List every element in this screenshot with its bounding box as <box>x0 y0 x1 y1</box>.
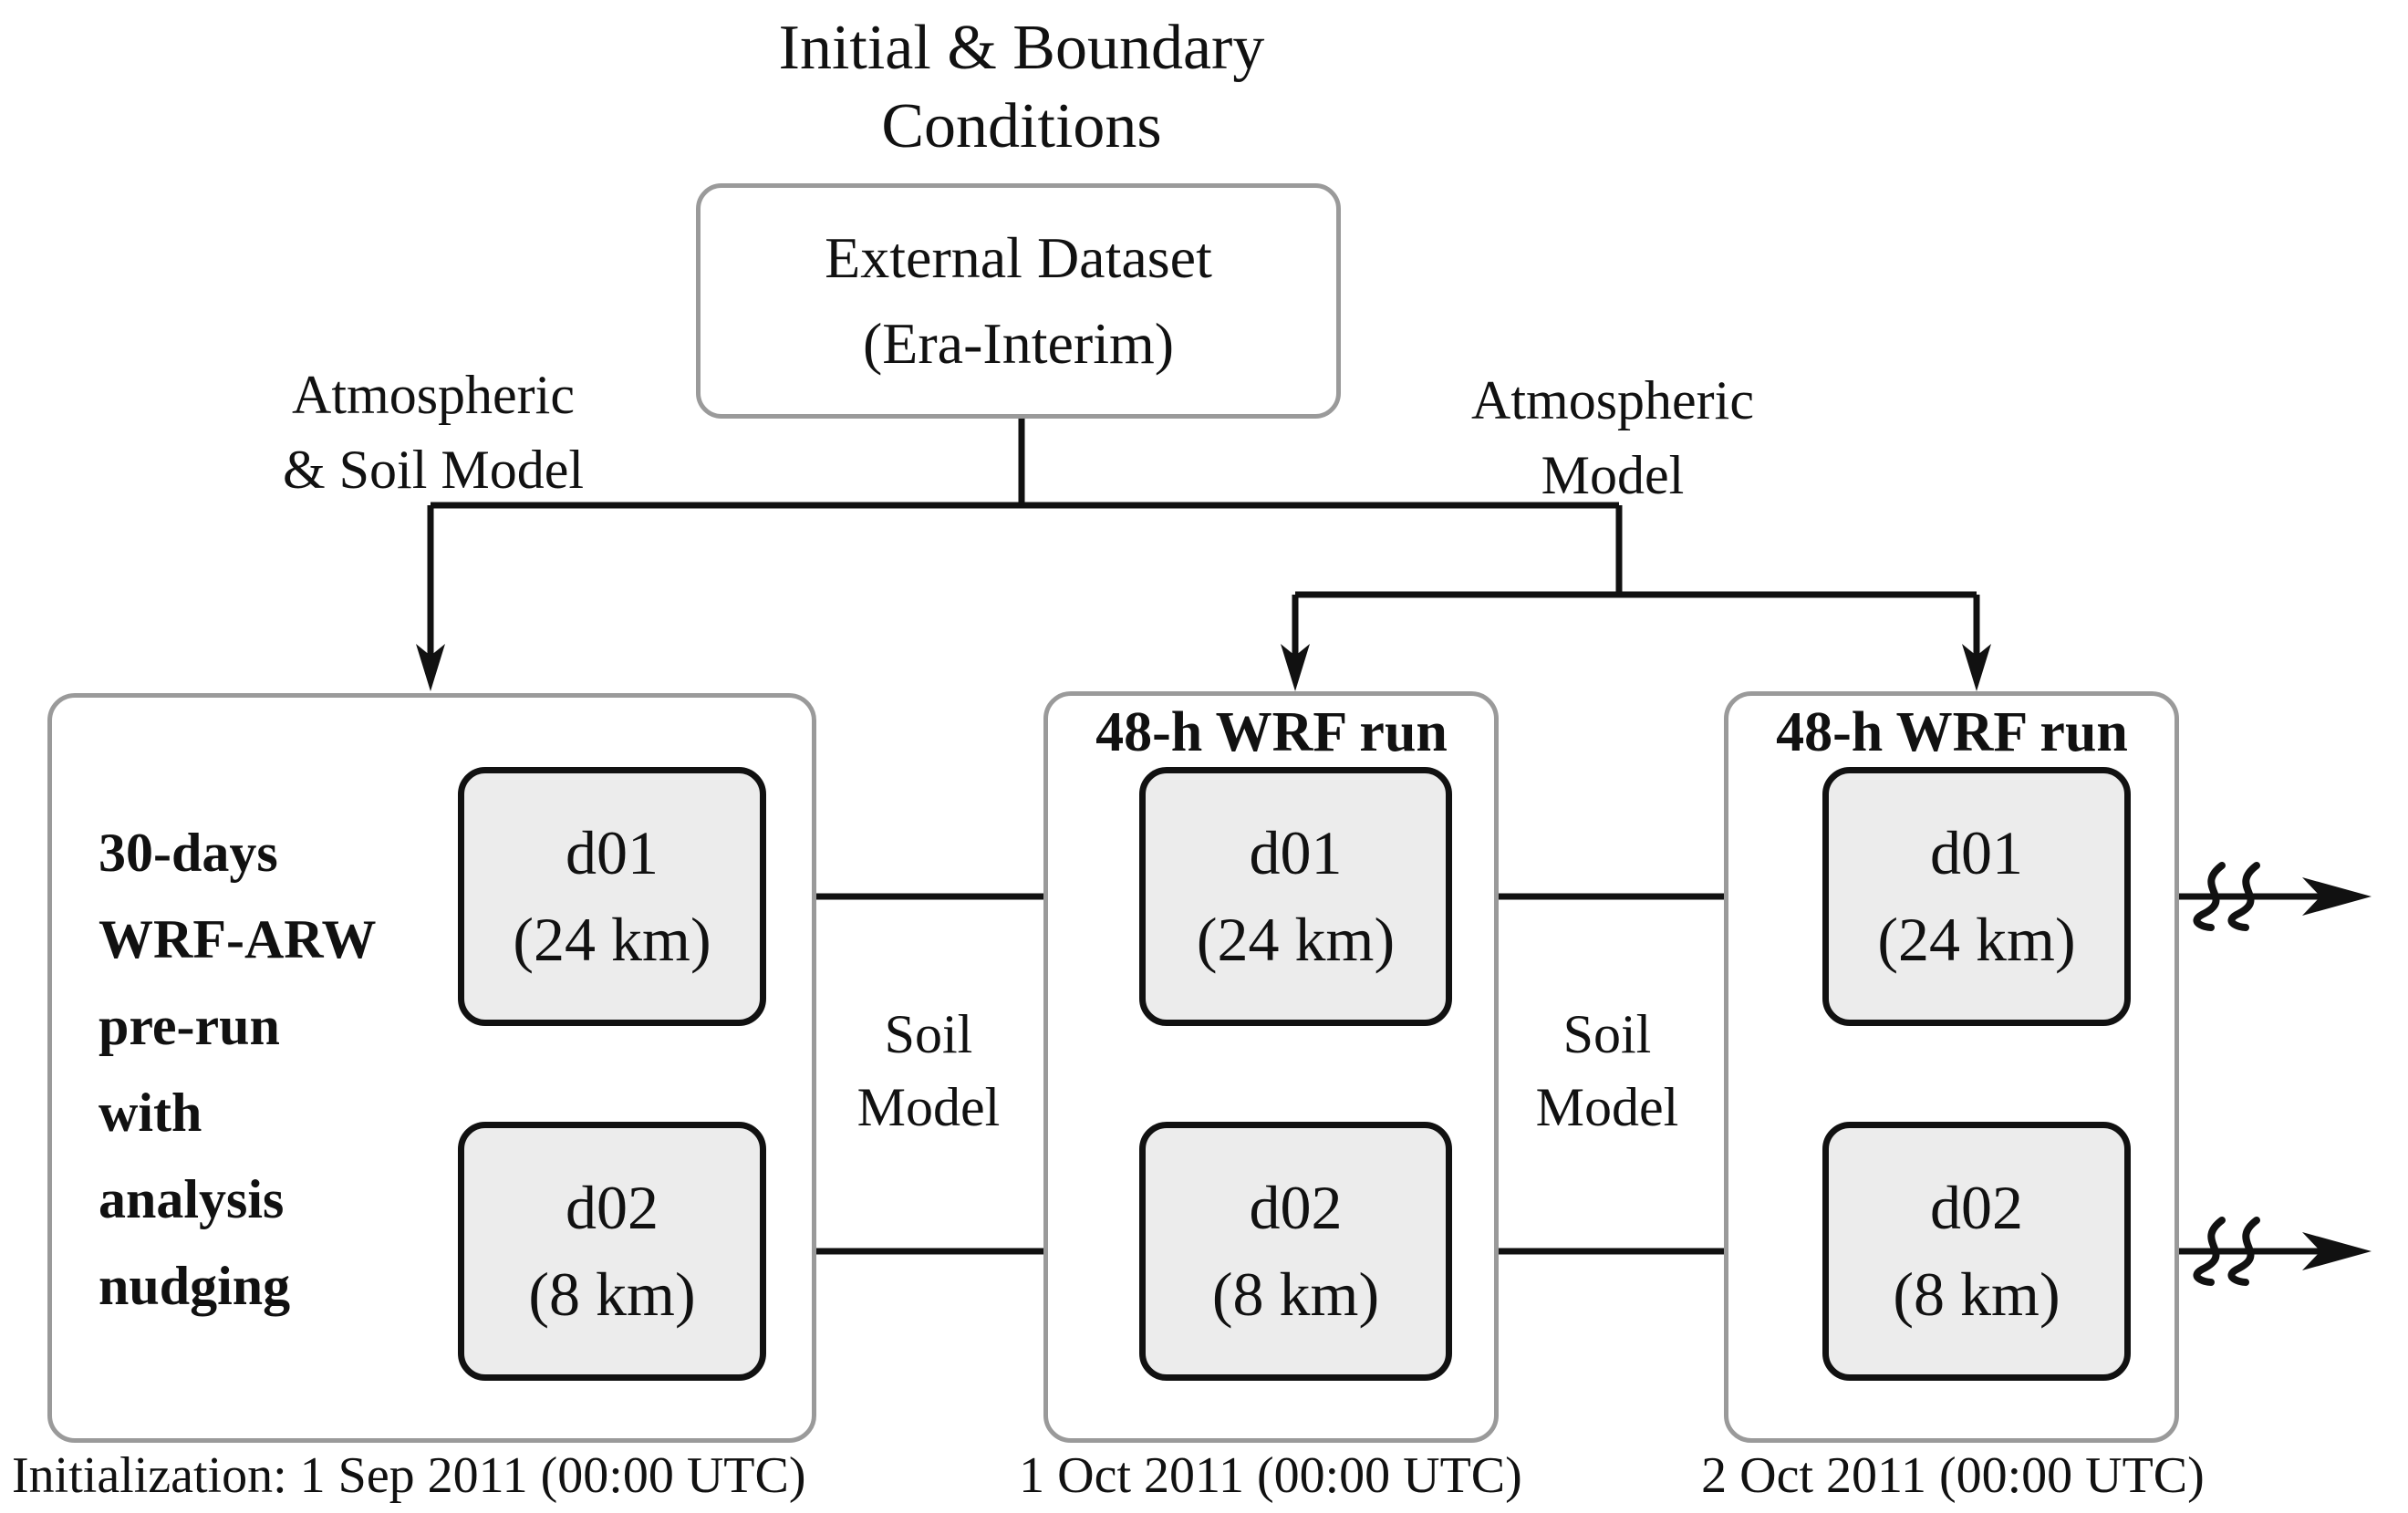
branch-label-atmospheric: Atmospheric Model <box>1471 370 1754 505</box>
break-mark-d02-a <box>2193 1217 2226 1286</box>
run2-date-caption: 2 Oct 2011 (00:00 UTC) <box>1701 1447 2205 1504</box>
prerun-d02-box: d02 (8 km) <box>458 1122 766 1381</box>
arrowhead-d02-out <box>2302 1232 2372 1270</box>
domain-resolution: (24 km) <box>1196 905 1396 974</box>
domain-resolution: (24 km) <box>1877 905 2076 974</box>
arrowhead-d01-out <box>2302 877 2372 916</box>
run2-label: 48-h WRF run <box>1776 701 2128 763</box>
external-dataset-box: External Dataset (Era-Interim) <box>696 183 1341 419</box>
arrowhead-down-run2 <box>1962 644 1991 691</box>
run2-d01-box: d01 (24 km) <box>1822 767 2131 1026</box>
run1-date-caption: 1 Oct 2011 (00:00 UTC) <box>1019 1447 1522 1504</box>
domain-name: d02 <box>1930 1173 2023 1242</box>
arrowhead-down-run1 <box>1281 644 1310 691</box>
domain-name: d01 <box>1930 818 2023 887</box>
prerun-label: 30-days WRF-ARW pre-run with analysis nu… <box>99 823 377 1316</box>
prerun-initialization-caption: Initialization: 1 Sep 2011 (00:00 UTC) <box>12 1447 806 1504</box>
run2-d02-box: d02 (8 km) <box>1822 1122 2131 1381</box>
branch-label-atmospheric-soil: Atmospheric & Soil Model <box>282 365 585 500</box>
domain-name: d02 <box>1249 1173 1343 1242</box>
domain-name: d01 <box>1249 818 1343 887</box>
domain-resolution: (8 km) <box>1211 1259 1380 1329</box>
arrowhead-down-left <box>416 644 445 691</box>
break-mark-d02-b <box>2227 1217 2260 1286</box>
run1-d02-box: d02 (8 km) <box>1139 1122 1452 1381</box>
domain-resolution: (24 km) <box>513 905 711 974</box>
diagram-title: Initial & Boundary Conditions <box>778 13 1265 161</box>
prerun-d01-box: d01 (24 km) <box>458 767 766 1026</box>
run1-d01-box: d01 (24 km) <box>1139 767 1452 1026</box>
soil-model-label-2: Soil Model <box>1535 1004 1679 1137</box>
domain-name: d02 <box>566 1173 659 1242</box>
run1-label: 48-h WRF run <box>1095 701 1448 763</box>
break-mark-d01-a <box>2193 862 2226 931</box>
soil-model-label-1: Soil Model <box>856 1004 1001 1137</box>
domain-name: d01 <box>566 818 659 887</box>
domain-resolution: (8 km) <box>1893 1259 2060 1329</box>
break-mark-d01-b <box>2227 862 2260 931</box>
domain-resolution: (8 km) <box>528 1259 696 1329</box>
